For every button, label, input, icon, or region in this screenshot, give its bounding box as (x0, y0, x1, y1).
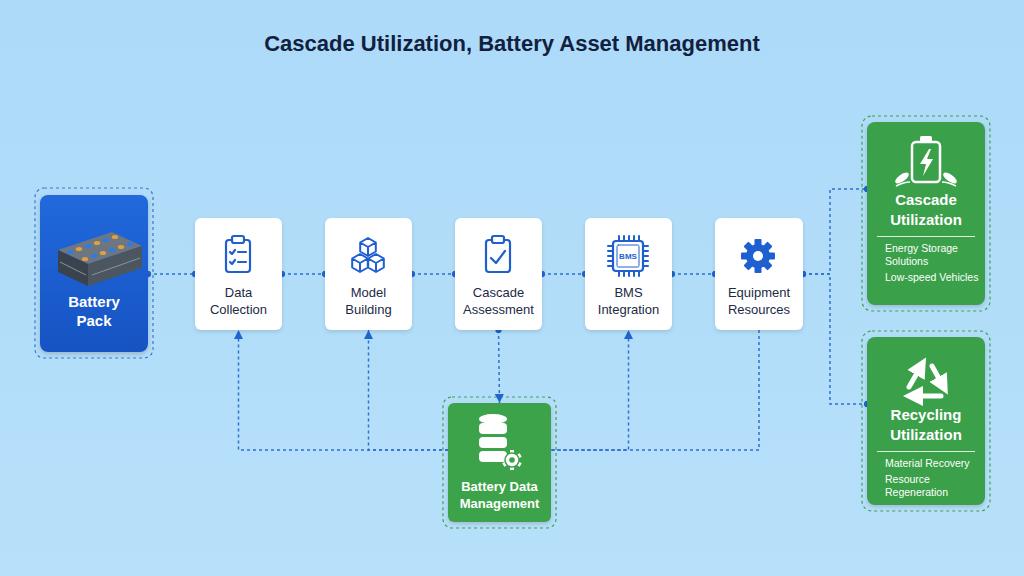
node-item: Resource Regeneration (867, 473, 985, 499)
flow-connector (412, 273, 455, 275)
flow-connector (499, 330, 500, 403)
node-title: Recycling Utilization (877, 405, 975, 452)
node-item: Material Recovery (867, 457, 985, 470)
process-box: Data Collection (195, 218, 282, 330)
node-item: Energy Storage Solutions (867, 242, 985, 268)
flow-connector (542, 273, 585, 275)
node-title: Cascade Assessment (459, 284, 538, 318)
process-box: Equipment Resources (715, 218, 803, 330)
diagram-title: Cascade Utilization, Battery Asset Manag… (0, 31, 1024, 57)
node-title: Data Collection (199, 284, 278, 318)
node-title: Model Building (329, 284, 408, 318)
flow-connector (551, 330, 759, 450)
node-title: BMS Integration (589, 284, 668, 318)
node-title: Cascade Utilization (877, 190, 975, 237)
database-box: Battery Data Management (448, 403, 551, 522)
flow-connector (803, 274, 867, 404)
dashed-outline (862, 116, 990, 311)
flow-connector (551, 330, 629, 450)
node-title: Equipment Resources (719, 284, 799, 318)
outcome-box: Recycling UtilizationMaterial RecoveryRe… (867, 337, 985, 505)
outcome-box: Cascade UtilizationEnergy Storage Soluti… (867, 122, 985, 305)
dashed-outline (862, 331, 990, 511)
chip-label: BMS (619, 252, 637, 261)
node-title: Battery Data Management (454, 478, 545, 512)
flow-connector (239, 330, 449, 450)
process-box: BMS Integration (585, 218, 672, 330)
dashed-outline (443, 397, 556, 528)
flow-connector (148, 273, 195, 275)
dashed-outline (35, 188, 153, 358)
dashed-outline (35, 116, 990, 528)
node-item: Low-speed Vehicles (867, 271, 985, 284)
flow-connector (672, 273, 715, 275)
flow-connector (282, 273, 325, 275)
flow-connector (369, 330, 449, 450)
node-title: Battery Pack (54, 292, 134, 330)
battery-pack-box: Battery Pack (40, 195, 148, 352)
process-box: Cascade Assessment (455, 218, 542, 330)
flow-connector (803, 189, 867, 274)
process-box: Model Building (325, 218, 412, 330)
